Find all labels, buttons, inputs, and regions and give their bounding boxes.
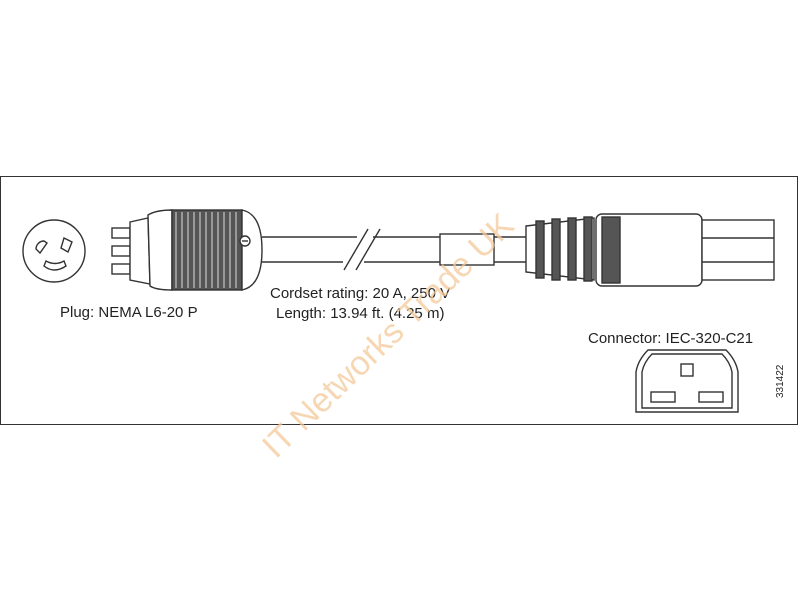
- connector-face-view: [635, 349, 739, 413]
- plug-label: Plug: NEMA L6-20 P: [60, 304, 198, 321]
- plug-face-view: [22, 219, 86, 283]
- figure-number: 331422: [775, 364, 786, 398]
- plug-side-view: [111, 209, 263, 291]
- connector-side-view: [525, 213, 775, 287]
- length-label: Length: 13.94 ft. (4.25 m): [276, 305, 445, 322]
- cable: [262, 228, 528, 271]
- cordset-rating-label: Cordset rating: 20 A, 250 V: [270, 285, 451, 302]
- connector-label: Connector: IEC-320-C21: [588, 330, 754, 347]
